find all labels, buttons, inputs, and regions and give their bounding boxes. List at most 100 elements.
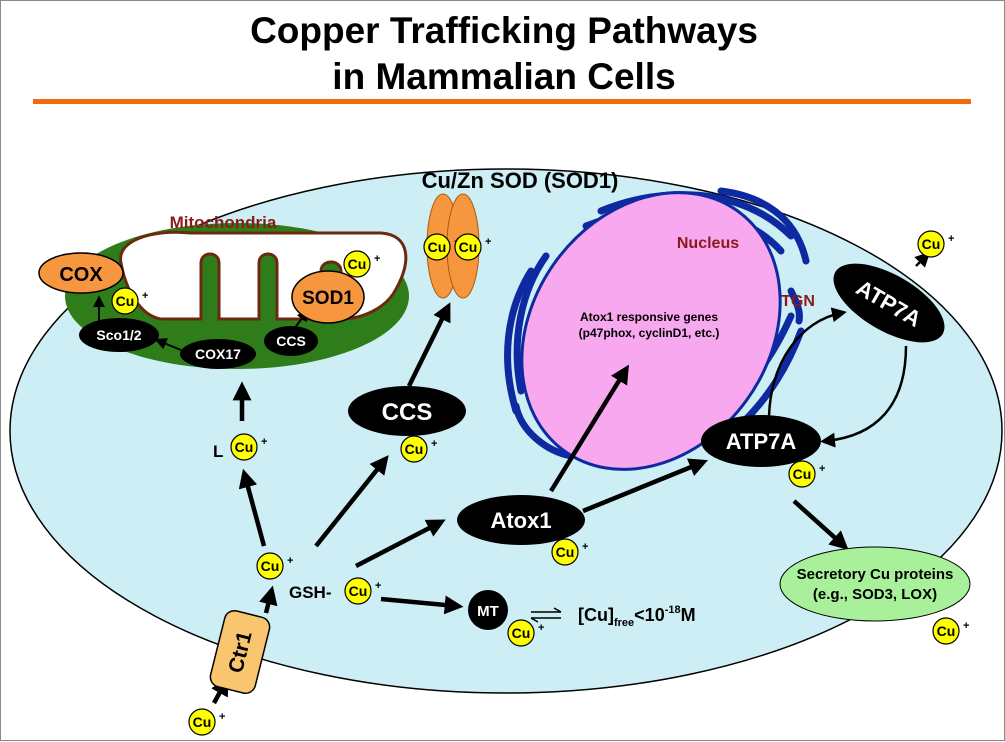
cu-ion-sod1-b: Cu+	[454, 233, 491, 261]
arrow-ccs-to-sod1	[406, 302, 451, 387]
sco-protein	[79, 318, 159, 352]
free-copper-label: [Cu]free<10-18M	[578, 604, 696, 629]
cu-ion-mt: Cu +	[507, 619, 544, 647]
copper-ion-symbol: Cu	[261, 558, 280, 574]
cu-ion-mito-sod1: Cu +	[343, 250, 380, 278]
arrow-cu-to-ligand	[238, 468, 267, 547]
copper-ion-circle	[932, 617, 960, 645]
sod1-mito-protein	[291, 270, 365, 324]
cox17-label: COX17	[195, 346, 241, 362]
copper-ion-symbol: Cu	[405, 441, 424, 457]
copper-ion-circle	[111, 287, 139, 315]
nucleus	[520, 191, 782, 471]
mitochondria-cristae	[119, 230, 408, 321]
arrow-cox17-to-sco	[154, 338, 182, 351]
copper-ion-charge: +	[485, 236, 491, 248]
copper-ion-charge: +	[219, 711, 225, 723]
title-line-2: in Mammalian Cells	[332, 56, 675, 97]
copper-ion-charge: +	[819, 463, 825, 475]
ccs-label: CCS	[382, 399, 433, 426]
title-underline	[33, 99, 971, 104]
cu-ion-cytosol: Cu +	[256, 552, 293, 580]
copper-ion-symbol: Cu	[116, 293, 135, 309]
copper-ions: Cu+Cu+Cu+Cu+Cu+Cu+Cu+Cu+Cu+Cu+Cu+Cu+Cu+C…	[111, 230, 969, 736]
atox1-protein	[457, 495, 585, 545]
arrow-atp7a-to-membrane	[767, 307, 847, 417]
secretory-label-1: Secretory Cu proteins	[797, 566, 954, 583]
copper-ion-charge: +	[142, 290, 148, 302]
arrow-ctr1-to-cu	[259, 585, 278, 614]
copper-ion-symbol: Cu	[193, 714, 212, 730]
secretory-cu-proteins	[779, 546, 971, 622]
atox1-genes-label-1: Atox1 responsive genes	[580, 310, 718, 324]
copper-ion-charge: +	[287, 555, 293, 567]
copper-ion-charge: +	[375, 580, 381, 592]
mitochondria-label: Mitochondria	[170, 213, 277, 232]
atp7a-tgn-protein	[701, 415, 821, 467]
copper-ion-circle	[230, 433, 258, 461]
copper-ion-charge: +	[948, 233, 954, 245]
copper-ion-symbol: Cu	[937, 623, 956, 639]
arrow-membrane-to-atp7a	[820, 345, 908, 448]
copper-ion-symbol: Cu	[428, 239, 447, 255]
title-line-1: Copper Trafficking Pathways	[250, 10, 758, 51]
copper-ion-circle	[454, 233, 482, 261]
arrow-gsh-to-ccs	[314, 455, 389, 548]
ccs-mito-label: CCS	[276, 333, 306, 349]
nucleus-label: Nucleus	[677, 235, 739, 252]
copper-ion-charge: +	[582, 541, 588, 553]
copper-ion-circle	[551, 538, 579, 566]
cox17-protein	[180, 339, 256, 369]
sco-label: Sco1/2	[96, 327, 141, 343]
cu-ion-atox1: Cu +	[551, 538, 588, 566]
cox-label: COX	[59, 264, 103, 286]
ligand-label: L	[213, 442, 223, 461]
copper-ion-charge: +	[261, 436, 267, 448]
atp7a-membrane-protein	[833, 263, 945, 343]
cu-ion-ccs: Cu +	[400, 435, 437, 463]
cu-ion-efflux: Cu +	[917, 230, 954, 258]
copper-ion-circle	[788, 460, 816, 488]
copper-ion-symbol: Cu	[922, 236, 941, 252]
cu-ion-secreted: Cu +	[932, 617, 969, 645]
arrow-atox1-to-atp7a	[582, 458, 709, 514]
secretory-label-2: (e.g., SOD3, LOX)	[813, 586, 937, 603]
ccs-mito-protein	[264, 326, 318, 356]
arrow-gsh-to-mt	[380, 595, 464, 615]
gsh-label: GSH-	[289, 583, 332, 602]
atox1-label: Atox1	[490, 508, 551, 533]
copper-ion-circle	[400, 435, 428, 463]
copper-ion-symbol: Cu	[556, 544, 575, 560]
copper-ion-charge: +	[374, 253, 380, 265]
copper-ion-circle	[256, 552, 284, 580]
mt-protein	[468, 590, 508, 630]
copper-ion-circle	[343, 250, 371, 278]
atp7a-tgn-label: ATP7A	[726, 429, 797, 454]
tgn-label: TGN	[781, 293, 815, 310]
copper-ion-circle	[507, 619, 535, 647]
cu-ion-extracellular: Cu +	[188, 708, 225, 736]
copper-ion-charge: +	[431, 438, 437, 450]
arrow-atp7a-efflux	[914, 251, 931, 268]
copper-ion-charge: +	[963, 620, 969, 632]
arrow-gsh-to-atox1	[354, 519, 446, 568]
sod1-title: Cu/Zn SOD (SOD1)	[422, 168, 619, 193]
cox-protein	[38, 252, 124, 294]
cu-ion-mito-sco: Cu +	[111, 287, 148, 315]
pathway-arrows	[93, 251, 931, 705]
copper-ion-charge: +	[538, 622, 544, 634]
arrow-atp7a-to-secretory	[792, 499, 849, 551]
copper-ion-circle	[344, 577, 372, 605]
atox1-genes-label-2: (p47phox, cyclinD1, etc.)	[579, 326, 720, 340]
sod1-mito-label: SOD1	[302, 288, 354, 309]
copper-ion-symbol: Cu	[793, 466, 812, 482]
cu-ion-ligand: Cu+	[230, 433, 267, 461]
copper-ion-symbol: Cu	[512, 625, 531, 641]
ctr1-transporter	[209, 609, 271, 695]
copper-ion-circle	[188, 708, 216, 736]
copper-ion-symbol: Cu	[348, 256, 367, 272]
equilibrium-arrows	[530, 607, 562, 623]
copper-ion-circle	[423, 233, 451, 261]
